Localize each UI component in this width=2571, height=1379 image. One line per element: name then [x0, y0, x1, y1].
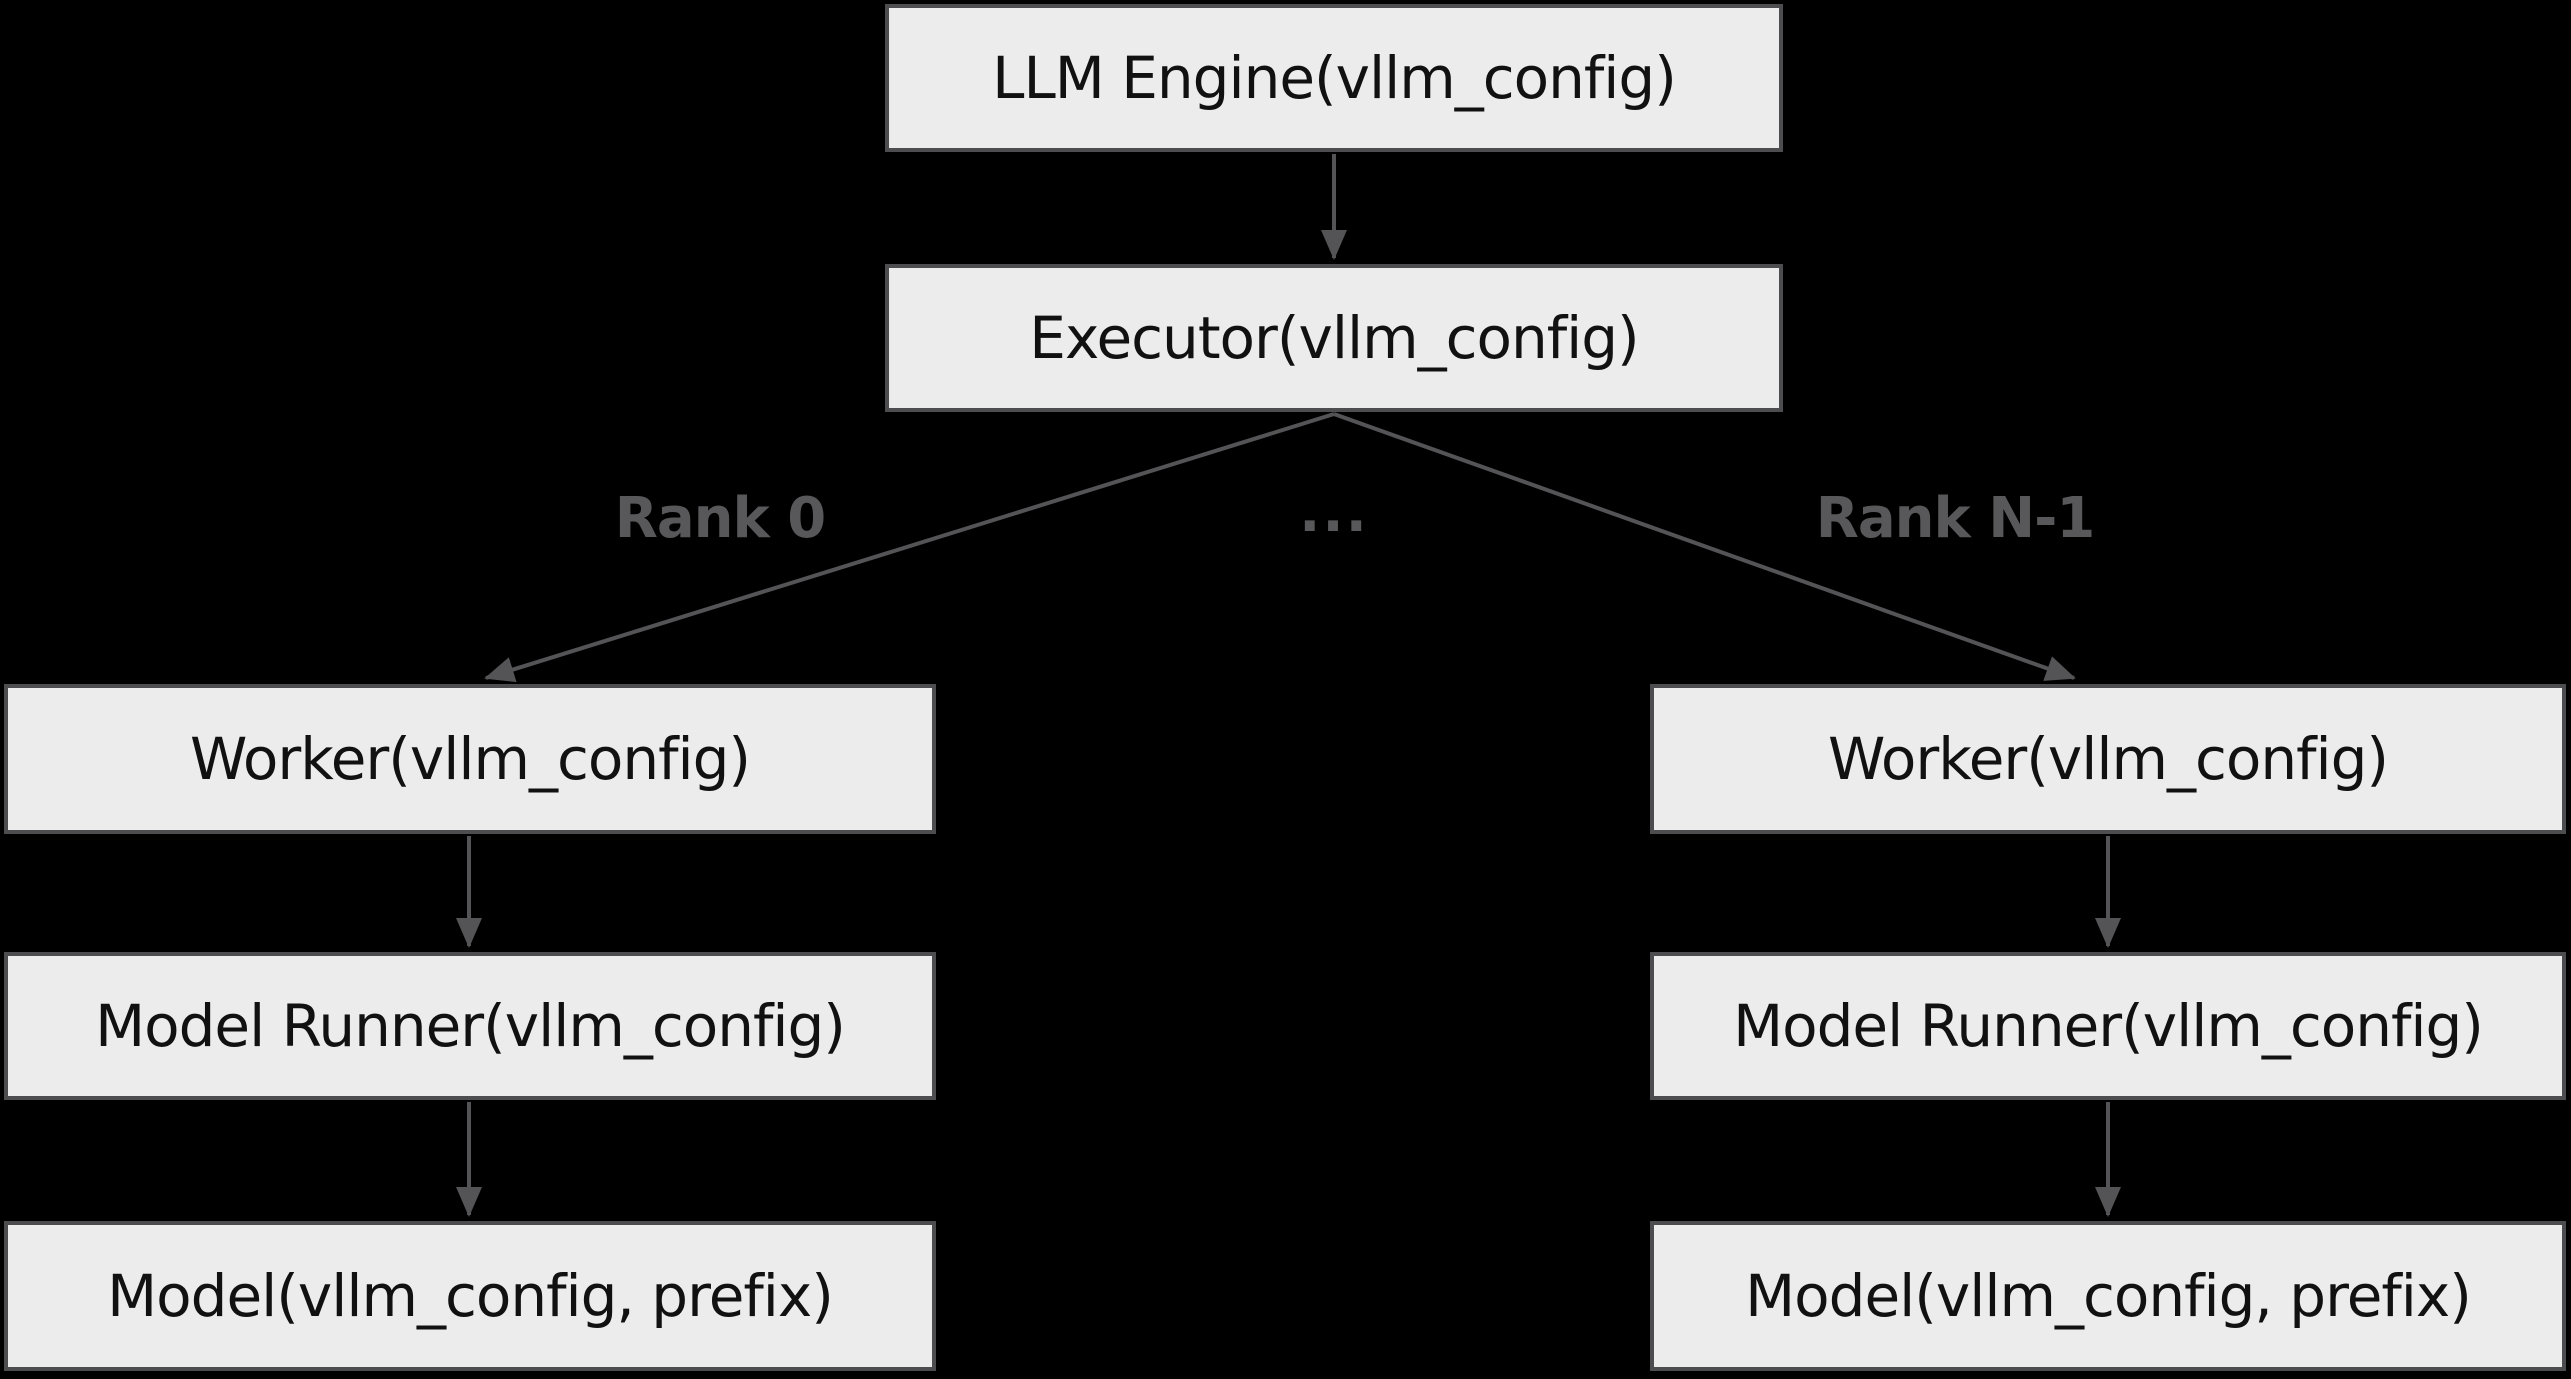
edge-label-ellipsis: ... — [1299, 480, 1369, 545]
node-model-runner-rank-n-1: Model Runner(vllm_config) — [1650, 952, 2566, 1100]
node-executor: Executor(vllm_config) — [885, 264, 1783, 412]
node-executor-label: Executor(vllm_config) — [1029, 304, 1639, 372]
node-worker-rank-n-1-label: Worker(vllm_config) — [1827, 725, 2389, 793]
node-worker-rank0-label: Worker(vllm_config) — [189, 725, 751, 793]
edge-label-rank-0: Rank 0 — [614, 486, 826, 551]
node-model-rank0: Model(vllm_config, prefix) — [4, 1221, 936, 1371]
node-model-runner-rank0: Model Runner(vllm_config) — [4, 952, 936, 1100]
node-model-runner-rank-n-1-label: Model Runner(vllm_config) — [1733, 992, 2484, 1060]
edge-executor-to-worker-right — [1333, 412, 2076, 681]
node-worker-rank-n-1: Worker(vllm_config) — [1650, 684, 2566, 834]
node-model-runner-rank0-label: Model Runner(vllm_config) — [95, 992, 846, 1060]
node-model-rank-n-1: Model(vllm_config, prefix) — [1650, 1221, 2566, 1371]
node-model-rank-n-1-label: Model(vllm_config, prefix) — [1745, 1262, 2472, 1330]
edge-executor-to-worker-left — [484, 412, 1335, 683]
node-worker-rank0: Worker(vllm_config) — [4, 684, 936, 834]
node-llm-engine-label: LLM Engine(vllm_config) — [992, 44, 1677, 112]
node-llm-engine: LLM Engine(vllm_config) — [885, 4, 1783, 152]
edge-label-rank-n-1: Rank N-1 — [1815, 486, 2096, 551]
node-model-rank0-label: Model(vllm_config, prefix) — [107, 1262, 834, 1330]
